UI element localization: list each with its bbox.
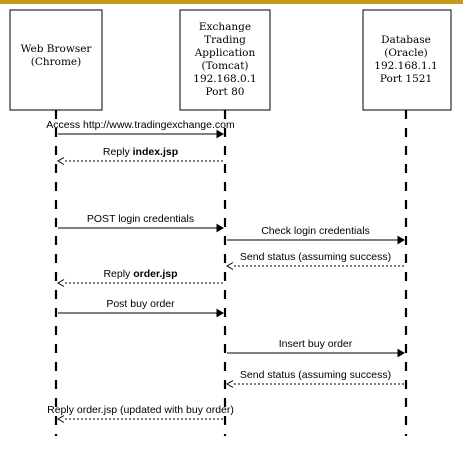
message-arrowhead — [397, 348, 405, 358]
message-arrowhead — [57, 279, 65, 287]
message-label-part: Check login credentials — [261, 225, 370, 237]
message: Post buy order — [58, 298, 224, 318]
message-arrowhead — [216, 308, 224, 318]
message-arrowhead — [57, 157, 65, 165]
message-label-part: Access http://www.tradingexchange.com — [46, 119, 235, 131]
message-label: Check login credentials — [261, 225, 370, 237]
message-arrowhead — [216, 223, 224, 233]
message-label-part: Insert buy order — [279, 338, 353, 350]
message: Send status (assuming success) — [226, 369, 404, 388]
participant-label-app: Trading — [204, 34, 246, 46]
message: Insert buy order — [227, 338, 405, 358]
top-border — [0, 0, 463, 4]
message: Send status (assuming success) — [226, 251, 404, 270]
message-label: Reply index.jsp — [103, 146, 178, 158]
message-label-part: Reply — [103, 268, 133, 280]
message-label: Send status (assuming success) — [240, 251, 391, 263]
message-arrowhead — [226, 262, 234, 270]
participant-label-app: Exchange — [199, 21, 251, 33]
participant-label-browser: Web Browser — [21, 43, 93, 55]
participant-box-browser — [9, 9, 103, 111]
message-label-part: POST login credentials — [87, 213, 194, 225]
messages: Access http://www.tradingexchange.comRep… — [46, 119, 405, 423]
message-label-part: Reply — [103, 146, 133, 158]
message: Reply order.jsp — [57, 268, 223, 287]
lifelines — [54, 110, 408, 436]
participant-label-db: Port 1521 — [380, 73, 432, 85]
message-label: Reply order.jsp — [103, 268, 177, 280]
message-label: Post buy order — [106, 298, 175, 310]
participant-label-app: Application — [194, 47, 256, 59]
message-label-bold: order.jsp — [133, 268, 177, 280]
message-arrowhead — [216, 129, 224, 139]
message-label-part: Send status (assuming success) — [240, 369, 391, 381]
message: Reply index.jsp — [57, 146, 223, 165]
message-label: Access http://www.tradingexchange.com — [46, 119, 235, 131]
message: Check login credentials — [227, 225, 405, 245]
message-label: POST login credentials — [87, 213, 194, 225]
message-label-part: Send status (assuming success) — [240, 251, 391, 263]
message: Reply order.jsp (updated with buy order) — [47, 404, 234, 423]
message-arrowhead — [57, 415, 65, 423]
participant-label-db: 192.168.1.1 — [374, 60, 437, 72]
message-label: Send status (assuming success) — [240, 369, 391, 381]
participant-label-db: Database — [381, 34, 431, 46]
message-label-part: Reply order.jsp (updated with buy order) — [47, 404, 234, 416]
participant-box-app — [179, 9, 271, 111]
message-label: Insert buy order — [279, 338, 353, 350]
participant-label-app: (Tomcat) — [201, 60, 248, 72]
participant-label-app: Port 80 — [206, 86, 245, 98]
participants: Web Browser(Chrome) ExchangeTradingApplic… — [9, 9, 452, 111]
participant-label-browser: (Chrome) — [31, 56, 82, 68]
participant-box-db — [362, 9, 452, 111]
participant-label-app: 192.168.0.1 — [193, 73, 256, 85]
message: POST login credentials — [58, 213, 224, 233]
message-label-part: Post buy order — [106, 298, 175, 310]
message-arrowhead — [226, 380, 234, 388]
message: Access http://www.tradingexchange.com — [46, 119, 235, 139]
message-label: Reply order.jsp (updated with buy order) — [47, 404, 234, 416]
message-label-bold: index.jsp — [133, 146, 179, 158]
participant-label-db: (Oracle) — [384, 47, 428, 59]
message-arrowhead — [397, 235, 405, 245]
